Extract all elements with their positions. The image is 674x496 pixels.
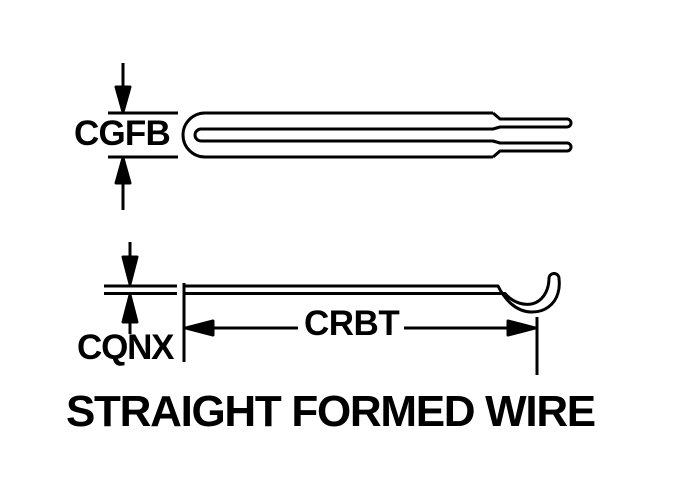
dimension-label-crbt: CRBT xyxy=(304,304,400,343)
hairpin-outer-outline xyxy=(181,111,493,159)
cgfb-up-arrowhead xyxy=(114,156,132,185)
dimension-label-cqnx: CQNX xyxy=(77,328,175,367)
drawing-title: STRAIGHT FORMED WIRE xyxy=(66,387,596,436)
side-wire-outline xyxy=(184,271,561,314)
crbt-left-arrowhead xyxy=(184,319,215,337)
cqnx-down-arrowhead xyxy=(121,255,139,286)
hairpin-inner-and-prongs xyxy=(193,111,573,159)
crbt-right-arrowhead xyxy=(506,319,537,337)
cqnx-up-arrowhead xyxy=(121,293,139,324)
cgfb-down-arrowhead xyxy=(114,85,132,114)
dimension-label-cgfb: CGFB xyxy=(74,114,171,153)
